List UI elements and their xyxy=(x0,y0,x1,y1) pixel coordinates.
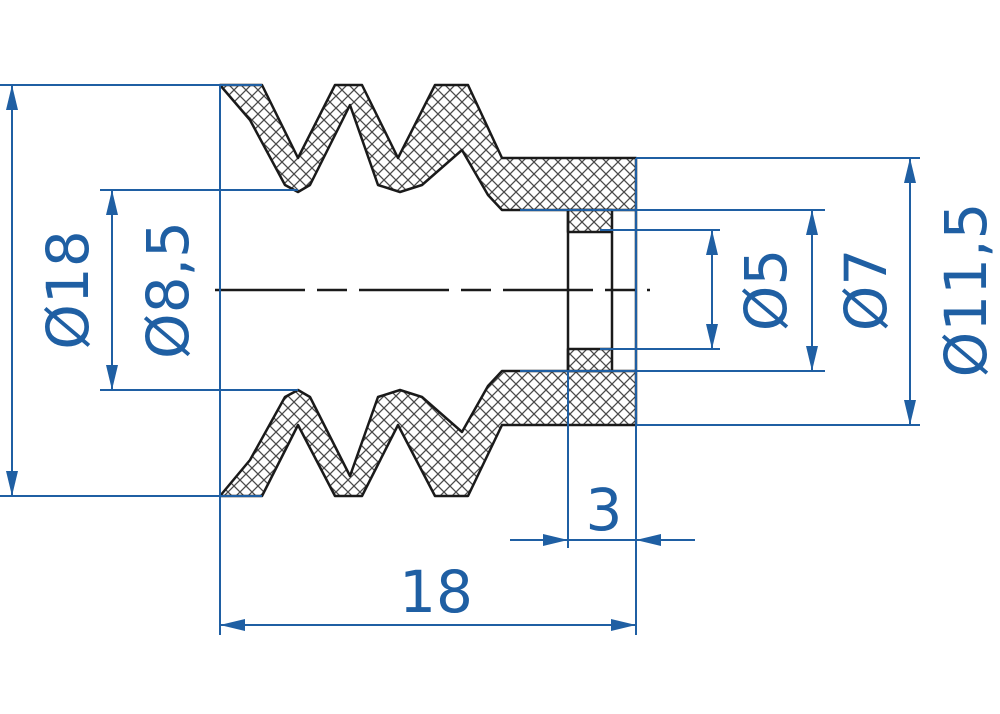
arrow-head xyxy=(806,210,818,235)
arrow-head xyxy=(106,190,118,215)
label-hub-width: 3 xyxy=(586,476,623,544)
arrow-head xyxy=(106,365,118,390)
label-hub-outer-diameter: Ø11,5 xyxy=(932,203,1000,378)
arrow-head xyxy=(636,534,661,546)
label-hub-inner-diameter: Ø7 xyxy=(832,249,900,332)
hub-insert-lower xyxy=(566,347,614,373)
arrow-head xyxy=(806,346,818,371)
label-bellows-inner-diameter: Ø8,5 xyxy=(134,221,202,359)
arrow-head xyxy=(904,158,916,183)
hub-insert-upper xyxy=(566,208,614,234)
arrow-head xyxy=(543,534,568,546)
arrow-head xyxy=(611,619,636,631)
arrow-head xyxy=(6,85,18,110)
arrow-head xyxy=(904,400,916,425)
label-outer-diameter: Ø18 xyxy=(34,230,102,349)
bellows-section xyxy=(215,83,650,498)
arrow-head xyxy=(6,471,18,496)
arrow-head xyxy=(220,619,245,631)
arrow-head xyxy=(706,230,718,255)
arrow-head xyxy=(706,324,718,349)
label-bore-diameter: Ø5 xyxy=(732,249,800,332)
bellows-upper-wall xyxy=(218,83,638,212)
bellows-lower-wall xyxy=(218,369,638,498)
extension-lines xyxy=(0,84,920,635)
dimensions: Ø18 Ø8,5 Ø5 Ø7 Ø11,5 3 18 xyxy=(0,84,1000,635)
label-overall-length: 18 xyxy=(399,558,473,626)
